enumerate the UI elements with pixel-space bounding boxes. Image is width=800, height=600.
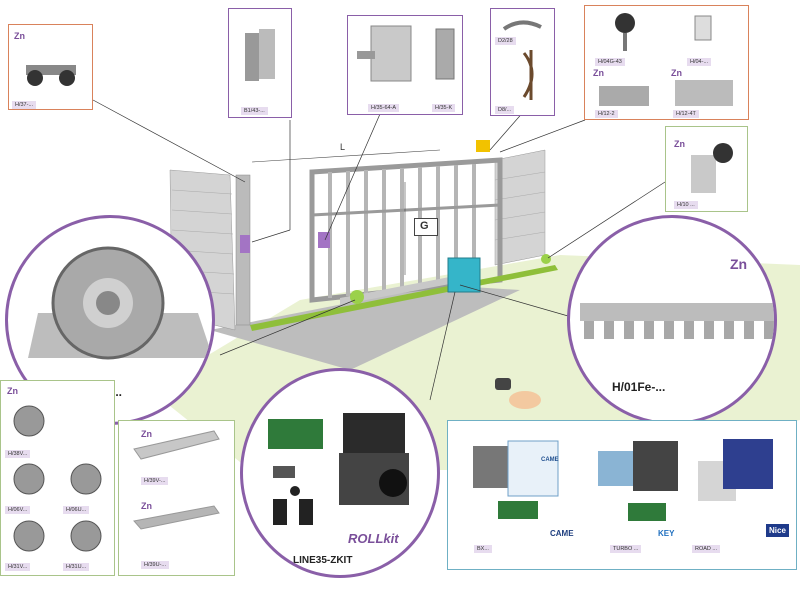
motors-panel: BX... TURBO ... ROAD ... CAME CAME KEY N… <box>447 420 797 570</box>
end-stop-icon <box>691 143 733 193</box>
wheel-variant: H/06V... <box>5 506 31 514</box>
length-dimension <box>251 149 441 163</box>
ground-rail <box>250 265 558 331</box>
length-label: L <box>340 142 346 152</box>
rail-code-1: H/39V-... <box>141 477 169 485</box>
wheels-panel: Zn H/38V... H/06V... H/06U... H/31V... H… <box>0 380 115 576</box>
finish-label-1: Zn <box>141 429 152 439</box>
rack-code: H/01Fe-... <box>612 380 666 394</box>
rails-panel: Zn H/39V-... Zn H/39U-... <box>118 420 235 576</box>
guide-rollers-icon <box>599 13 733 106</box>
driveway <box>210 285 520 370</box>
wheel-variant: H/06U... <box>63 506 90 514</box>
brand-came: CAME <box>550 529 574 538</box>
product-code: H/37-... <box>12 101 37 109</box>
product-code-1: H/04G-43 <box>595 58 625 66</box>
rail-profiles-icon <box>133 430 220 530</box>
product-code-a: D2/28 <box>495 37 516 45</box>
remote-control <box>495 378 511 390</box>
motor-code: ROAD ... <box>692 545 721 553</box>
gate-label-box <box>414 218 438 236</box>
brand-nice: Nice <box>766 524 789 537</box>
callout-h10: Zn H/10 ... <box>665 126 748 212</box>
gear-rack-icon <box>580 303 774 339</box>
circle-rack: Zn H/01Fe-... <box>567 215 777 425</box>
hinge-bracket-icon <box>245 29 275 81</box>
product-code: H/10 ... <box>674 201 698 209</box>
product-code: B1/43-... <box>241 107 268 115</box>
finish-label: Zn <box>674 139 685 149</box>
remote-hand <box>509 391 541 409</box>
callout-top-right: H/04G-43 H/04-... Zn Zn H/12-2 H/12-4T <box>584 5 749 120</box>
gate-motor <box>447 257 481 293</box>
finish-label: Zn <box>730 256 748 272</box>
product-code-b: D8/... <box>495 106 515 114</box>
gear-rack <box>340 275 460 305</box>
product-code-3: H/12-2 <box>595 110 618 118</box>
gate-bars <box>328 164 476 298</box>
gate-lock <box>318 232 330 248</box>
wheel-icon <box>28 246 212 360</box>
kit-code: LINE35-ZKIT <box>293 555 353 566</box>
finish-label-2: Zn <box>141 501 152 511</box>
callout-h37: Zn H/37-... <box>8 24 93 110</box>
wheel-variant: H/31V... <box>5 563 31 571</box>
wheel-variant: H/38V... <box>5 450 31 458</box>
brand-came-box: CAME <box>541 457 559 463</box>
finish-label-1: Zn <box>593 68 604 78</box>
finish-label: Zn <box>14 31 25 41</box>
callout-handle: D2/28 D8/... <box>490 8 555 116</box>
wheel-variant: H/31U... <box>63 563 90 571</box>
motor-code: BX... <box>474 545 492 553</box>
motor-code: TURBO ... <box>610 545 642 553</box>
brand-key: KEY <box>658 529 675 538</box>
gate-label: G <box>420 220 429 232</box>
handle-icon <box>502 20 542 100</box>
motor-products-icon <box>473 439 773 521</box>
latch-plate <box>240 235 250 253</box>
kit-components-icon <box>268 413 409 525</box>
finish-label: Zn <box>7 386 18 396</box>
lock-box-icon <box>357 25 455 82</box>
product-code-a: H/35-64-A <box>368 104 400 112</box>
product-code-b: H/35-K <box>432 104 456 112</box>
flashing-light <box>476 140 490 152</box>
callout-h3564: H/35-64-A H/35-K <box>347 15 463 115</box>
wheel-marker <box>350 290 364 304</box>
wheel-variants-icon <box>13 405 102 552</box>
finish-label-2: Zn <box>671 68 682 78</box>
product-code-2: H/04-... <box>687 58 712 66</box>
kit-brand: ROLLkit <box>348 531 399 546</box>
bracket-roller-icon <box>26 65 76 86</box>
callout-b143: B1/43-... <box>228 8 292 118</box>
rail-code-2: H/39U-... <box>141 561 170 569</box>
rack-end-marker <box>541 254 551 264</box>
product-code-4: H/12-4T <box>673 110 699 118</box>
circle-kit: ROLLkit LINE35-ZKIT <box>240 368 440 578</box>
